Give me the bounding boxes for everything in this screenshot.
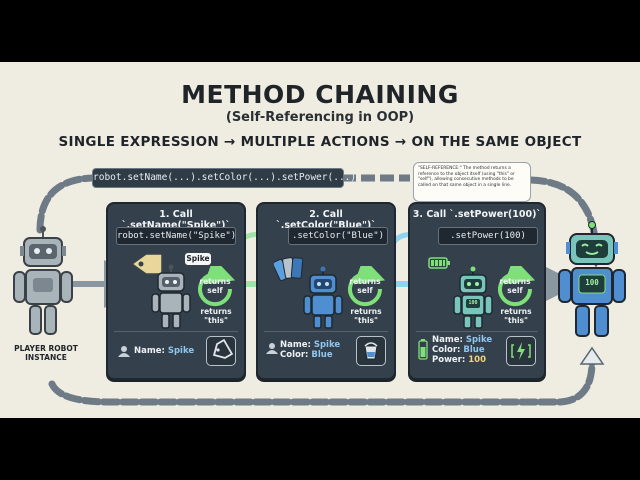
name-tag-icon (130, 253, 163, 275)
user-icon (118, 346, 130, 357)
diagram-tagline: SINGLE EXPRESSION → MULTIPLE ACTIONS → O… (58, 134, 582, 150)
step-3-name-label: Name: (432, 335, 463, 345)
step-3-power-value: 100 (468, 355, 486, 365)
step-3-returns-self: returns self (499, 277, 531, 295)
step-1-divider (114, 331, 238, 332)
lightning-bolt-icon (511, 342, 531, 360)
step-2-name-value: Spike (313, 340, 341, 350)
speech-bubble: Spike (184, 252, 212, 266)
step-3-title: 3. Call `.setPower(100)` (412, 209, 542, 220)
step-2-panel: 2. Call `.setColor("Blue")` .setColor("B… (256, 202, 396, 380)
step-1-name-value: Spike (167, 346, 195, 356)
diagram-frame: METHOD CHAINING (Self-Referencing in OOP… (0, 62, 640, 418)
step-3-state: Name: Spike Color: Blue Power: 100 (432, 335, 492, 365)
player-robot-icon (13, 226, 73, 335)
step-2-paint-box (356, 336, 386, 366)
bottom-chain (48, 358, 596, 406)
player-robot-label: PLAYER ROBOT INSTANCE (14, 344, 78, 362)
paint-bucket-icon (364, 342, 378, 360)
step-2-returns-self: returns self (349, 277, 381, 295)
step-3-robot-icon (453, 266, 493, 329)
step-2-returns-this: returns "this" (350, 307, 382, 325)
step-1-code: robot.setName("Spike") (116, 227, 236, 245)
step-1-name-label: Name: (134, 346, 165, 356)
step-1-panel: 1. Call `.setName("Spike")` robot.setNam… (106, 202, 246, 380)
user-icon (266, 343, 278, 354)
step-3-name-value: Spike (465, 335, 493, 345)
step-1-robot-icon (151, 264, 191, 329)
step-3-bolt-box (506, 336, 536, 366)
step-3-code: .setPower(100) (438, 227, 538, 245)
tag-icon (212, 338, 234, 359)
step-3-robot-power-readout: 100 (468, 300, 478, 306)
self-reference-note: "SELF-REFERENCE:" The method returns a r… (413, 162, 531, 202)
step-2-cycle-icon (348, 266, 386, 307)
step-2-color-value: Blue (311, 350, 333, 360)
diagram-subtitle: (Self-Referencing in OOP) (225, 110, 415, 125)
power-battery-icon (418, 339, 428, 360)
step-3-power-label: Power: (432, 355, 466, 365)
step-1-cycle-icon (198, 266, 236, 307)
step-1-returns-this: returns "this" (200, 307, 232, 325)
step-2-title: 2. Call `.setColor("Blue")` (275, 209, 376, 231)
step-3-cycle-icon (498, 266, 536, 307)
step-1-returns-self: returns self (199, 277, 231, 295)
diagram-title: METHOD CHAINING (181, 80, 459, 109)
step-3-panel: 3. Call `.setPower(100)` .setPower(100) … (408, 202, 546, 380)
step-1-tag-box (206, 336, 236, 366)
bottom-chain-arrowhead (579, 346, 605, 365)
step-2-divider (264, 331, 388, 332)
step-2-robot-icon (303, 266, 343, 329)
step-3-color-label: Color: (432, 345, 461, 355)
step-2-state: Name: Spike Color: Blue (280, 340, 340, 360)
step-3-color-value: Blue (463, 345, 485, 355)
color-swatch-icon (274, 257, 304, 282)
final-robot-power-readout: 100 (585, 278, 599, 287)
step-1-title: 1. Call `.setName("Spike")` (121, 209, 231, 231)
step-2-color-label: Color: (280, 350, 309, 360)
step-3-divider (416, 331, 538, 332)
step-1-state: Name: Spike (134, 346, 194, 356)
chained-code-banner: robot.setName(...).setColor(...).setPowe… (92, 168, 356, 188)
final-robot-icon (558, 221, 626, 337)
battery-icon (428, 257, 450, 269)
step-3-returns-this: returns "this" (500, 307, 532, 325)
step-2-code: .setColor("Blue") (288, 227, 388, 245)
top-chain-left (36, 174, 96, 234)
step-2-name-label: Name: (280, 340, 311, 350)
